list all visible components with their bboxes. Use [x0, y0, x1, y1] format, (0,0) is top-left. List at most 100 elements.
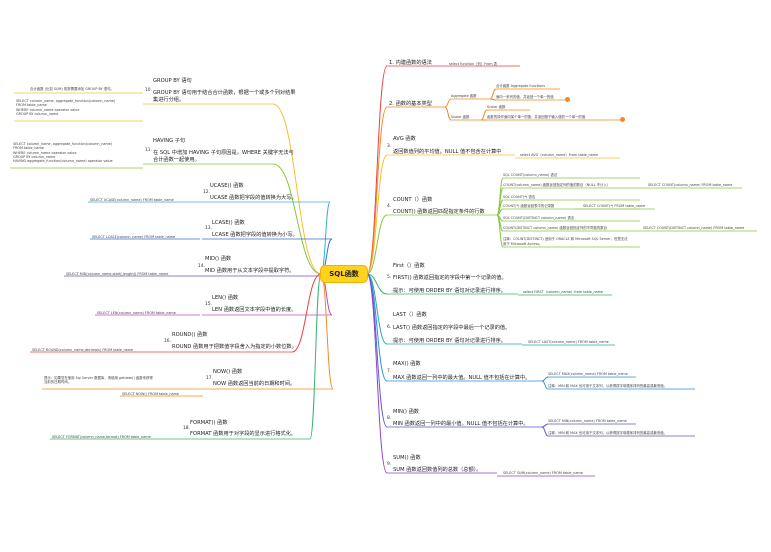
connector-line: [309, 273, 322, 440]
connector-line: [366, 273, 388, 428]
topic-6-title[interactable]: LAST（）函数: [393, 312, 427, 318]
topic-5-num: 5.: [387, 275, 392, 280]
connector-line: [489, 98, 497, 101]
topic-2-scalar-2: 函数的操作面向某个单一的值，并返回基于输入值的一个单一的值: [487, 115, 586, 119]
topic-5-desc-2: 提示：可使用 ORDER BY 语句对记录进行排序。: [393, 288, 506, 294]
topic-4-row-3a: COUNT(DISTINCT column_name) 函数返回指定列的不同值的…: [503, 226, 607, 230]
topic-7-title[interactable]: MAX() 函数: [393, 361, 421, 367]
topic-14-num: 14.: [198, 264, 205, 269]
topic-10-desc-2: 集进行分组。: [153, 97, 185, 103]
connector-line: [366, 273, 388, 295]
topic-15-num: 15.: [205, 302, 212, 307]
topic-4-row-2a: COUNT(*) 函数返回表中的记录数: [503, 204, 555, 208]
topic-17-desc: NOW 函数返回当前的日期和时间。: [213, 381, 296, 387]
topic-15-title[interactable]: LEN() 函数: [212, 295, 239, 301]
topic-8-desc: MIN 函数返回一列中的最小值。NULL 值不包括在计算中。: [393, 421, 529, 427]
topic-11-desc-1: 在 SQL 中增加 HAVING 子句原因是，WHERE 关键字无法与: [153, 150, 294, 156]
topic-9-desc: SUM 函数返回数值列的总数（总额）。: [393, 467, 482, 473]
topic-7-note: 注释：MIN 和 MAX 也可用于文本列，以获得按字母顺序排列的最高或最低值。: [548, 384, 667, 388]
topic-4-row-1: SQL COUNT(column_name) 语法: [503, 173, 558, 177]
connector-line: [444, 98, 452, 108]
topic-2-agg[interactable]: Aggregate 函数: [451, 94, 477, 98]
topic-6-desc-1: LAST() 函数返回指定的字段中最后一个记录的值。: [393, 325, 511, 331]
topic-7-code: SELECT MAX(column_name) FROM table_name: [548, 372, 628, 376]
topic-16-code: SELECT ROUND(column_name,decimals) FROM …: [32, 348, 134, 352]
topic-10-title[interactable]: GROUP BY 语句: [153, 78, 192, 84]
topic-11-code: SELECT column_name, aggregate_function(c…: [13, 142, 113, 163]
topic-15-code: SELECT LEN(column_name) FROM table_name: [97, 311, 176, 315]
root-topic[interactable]: SQL函数: [321, 266, 367, 282]
connector-line: [272, 103, 322, 275]
topic-18-title[interactable]: FORMAT() 函数: [190, 420, 228, 426]
topic-3-num: 3.: [387, 144, 392, 149]
topic-6-code: SELECT LAST(column_name) FROM table_name: [528, 340, 609, 344]
topic-1-code: select function（列）From 表: [449, 62, 498, 66]
topic-2-agg-2: 面向一系列的值，并返回一个单一的值: [496, 95, 554, 99]
topic-2-scalar[interactable]: Scalar 函数: [451, 115, 470, 119]
topic-3-desc: 返回数值列的平均值。NULL 值不包含在计算中: [393, 149, 502, 155]
topic-18-desc: FORMAT 函数用于对字段的显示进行格式化。: [190, 431, 297, 437]
topic-11-num: 11.: [145, 148, 152, 153]
topic-4-num: 4.: [387, 204, 392, 209]
topic-2-agg-1: 合计函数 Aggregate functions: [496, 84, 546, 88]
topic-9-num: 9.: [387, 462, 392, 467]
topic-4-row-2b: SELECT COUNT(*) FROM table_name: [583, 204, 646, 208]
topic-7-desc: MAX 函数返回一列中的最大值。NULL 值不包括在计算中。: [393, 375, 531, 381]
topic-11-desc-2: 合计函数一起使用。: [153, 157, 200, 163]
topic-7-num: 7.: [387, 369, 392, 374]
topic-12-desc: UCASE 函数把字段的值转换为大写。: [210, 195, 297, 201]
topic-13-code: SELECT LCASE(column_name) FROM table_nam…: [92, 235, 176, 239]
topic-9-title[interactable]: SUM() 函数: [393, 455, 421, 461]
topic-5-title[interactable]: First（）函数: [393, 263, 425, 269]
connector-line: [320, 273, 334, 390]
topic-2-label[interactable]: 2. 函数的基本类型: [389, 101, 432, 107]
connector-line: [291, 273, 322, 353]
topic-10-code: SELECT column_name, aggregate_function(c…: [16, 99, 116, 116]
topic-3-code: select AVG（column_name）From table_name: [520, 153, 599, 157]
topic-6-desc-2: 提示：可使用 ORDER BY 语句对记录进行排序。: [393, 338, 506, 344]
topic-4-row-1a: COUNT(column_name) 函数返回指定列的值的数目（NULL 不计入…: [503, 183, 611, 187]
topic-13-title[interactable]: LCASE() 函数: [212, 220, 245, 226]
badge-dot: [565, 97, 570, 102]
topic-16-desc: ROUND 函数用于把数值字段舍入为指定的小数位数。: [172, 344, 297, 350]
topic-12-num: 12.: [203, 190, 210, 195]
topic-3-title[interactable]: AVG 函数: [393, 136, 416, 142]
topic-8-note: 注释：MIN 和 MAX 也可用于文本列，以获得按字母顺序排列的最高或最低值。: [548, 431, 667, 435]
topic-10-desc-1: GROUP BY 语句用于结合合计函数，根据一个或多个列对结果: [153, 90, 296, 96]
topic-14-title[interactable]: MID() 函数: [205, 256, 232, 262]
topic-13-desc: LCASE 函数把字段的值转换为小写。: [212, 232, 298, 238]
topic-16-title[interactable]: ROUND() 函数: [172, 332, 208, 338]
topic-17-note: 提示：如果您在使用 Sql Server 数据库，请使用 getdate() 函…: [44, 376, 153, 385]
topic-17-num: 17.: [206, 376, 213, 381]
topic-8-code: SELECT MIN(column_name) FROM table_name: [548, 419, 627, 423]
topic-4-row-4b: 用于 Microsoft Access。: [503, 242, 543, 246]
topic-12-title[interactable]: UCASE() 函数: [210, 183, 244, 189]
topic-8-num: 8.: [387, 416, 392, 421]
connector-line: [541, 380, 549, 390]
topic-8-title[interactable]: MIN() 函数: [393, 409, 419, 415]
topic-4-row-1b: SELECT COUNT(column_name) FROM table_nam…: [648, 183, 733, 187]
topic-2-scalar-1: Scalar 函数: [487, 105, 506, 109]
connector-line: [366, 106, 388, 275]
connector-line: [541, 423, 549, 428]
connector-line: [541, 376, 549, 382]
topic-13-num: 13.: [205, 226, 212, 231]
topic-11-title[interactable]: HAVING 子句: [153, 138, 186, 144]
topic-6-num: 6.: [387, 325, 392, 330]
connector-line: [366, 273, 388, 345]
topic-4-row-2: SQL COUNT(*) 语法: [503, 195, 536, 199]
topic-4-row-3: SQL COUNT(DISTINCT column_name) 语法: [503, 216, 575, 220]
topic-10-note: 合计函数 (比如 SUM) 常常需要添加 GROUP BY 语句。: [30, 87, 114, 91]
connector-line: [541, 426, 549, 437]
topic-17-title[interactable]: NOW() 函数: [213, 369, 243, 375]
topic-4-desc: COUNT() 函数返回匹配指定条件的行数: [393, 209, 485, 215]
badge-dot: [620, 117, 625, 122]
topic-15-desc: LEN 函数返回文本字段中值的长度。: [212, 307, 297, 313]
topic-1-label[interactable]: 1. 内建函数的语法: [389, 60, 432, 66]
topic-16-num: 16.: [164, 339, 171, 344]
topic-4-title[interactable]: COUNT（）函数: [393, 197, 433, 203]
topic-18-code: SELECT FORMAT(column_name,format) FROM t…: [52, 435, 151, 439]
connector-line: [366, 214, 388, 275]
topic-5-code: select FIRST（column_name）from table_name: [523, 290, 604, 294]
